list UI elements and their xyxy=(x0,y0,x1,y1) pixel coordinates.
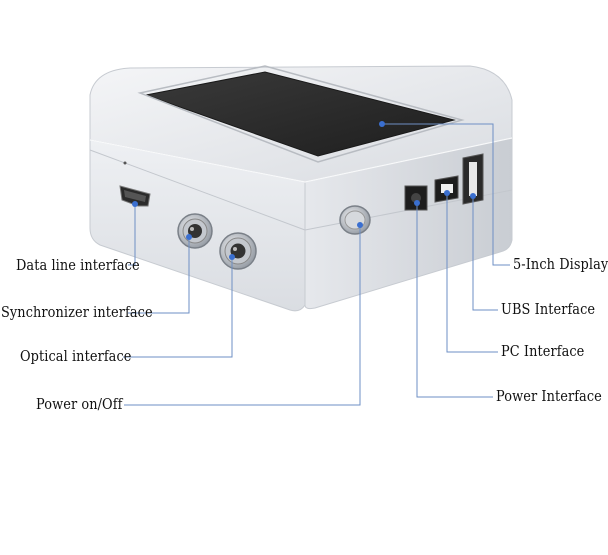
hdmi-port xyxy=(119,185,151,207)
label-power-interface: Power Interface xyxy=(496,387,602,405)
label-synchronizer-interface: Synchronizer interface xyxy=(1,303,153,321)
dot-pc xyxy=(444,190,450,196)
label-optical-interface: Optical interface xyxy=(20,347,132,365)
dot-optical xyxy=(229,254,235,260)
endpoint-dots xyxy=(132,121,476,260)
dot-power-switch xyxy=(357,222,363,228)
dot-power-interface xyxy=(414,200,420,206)
label-pc-interface: PC Interface xyxy=(501,342,585,360)
leader-lines xyxy=(123,123,510,406)
leader-line-synchronizer xyxy=(128,237,190,314)
device-edge-highlight xyxy=(89,137,513,183)
arrow-marker-icon xyxy=(123,161,127,165)
leader-line-optical xyxy=(123,257,233,358)
dot-data-line xyxy=(132,201,138,207)
power-button xyxy=(339,205,371,235)
synchronizer-connector xyxy=(177,213,213,249)
leader-line-pc xyxy=(446,193,498,353)
label-5-inch-display: 5-Inch Display xyxy=(513,255,608,273)
leader-line-power-switch xyxy=(124,225,361,406)
display-screen xyxy=(144,71,456,157)
optical-connector xyxy=(219,232,257,270)
dot-display xyxy=(379,121,385,127)
leader-line-power-interface xyxy=(416,203,493,398)
device-right-face xyxy=(304,137,513,310)
label-power-on-off: Power on/Off xyxy=(36,395,123,413)
leader-line-data-line xyxy=(128,204,136,266)
label-ubs-interface: UBS Interface xyxy=(501,300,596,318)
dot-ubs xyxy=(470,193,476,199)
leader-line-ubs xyxy=(472,196,498,311)
leader-line-display xyxy=(382,123,510,266)
display-bezel xyxy=(137,65,465,163)
dot-synchronizer xyxy=(186,234,192,240)
pc-usb-b-port xyxy=(434,175,459,203)
power-jack xyxy=(404,185,428,211)
ubs-usb-a-port xyxy=(462,153,484,205)
label-data-line-interface: Data line interface xyxy=(16,256,140,274)
